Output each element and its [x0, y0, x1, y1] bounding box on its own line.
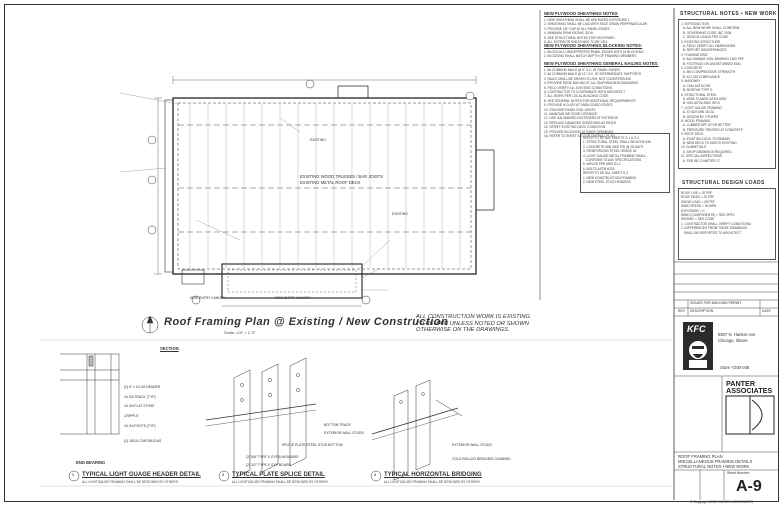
detail-2-title: TYPICAL PLATE SPLICE DETAIL: [232, 472, 325, 478]
description-label: DESCRIPTION: [690, 309, 714, 313]
load-label-4: EXPOSURE: [681, 208, 699, 213]
d1-callout-6: (2) 16GA CONTINUOUS: [124, 439, 162, 443]
architect-name: PANTER ASSOCIATES: [726, 380, 772, 394]
sheet-title-1: ROOF FRAMING PLAN: [678, 454, 723, 459]
d2-callout-1: BOTTOM TRACK: [324, 423, 351, 427]
architect-name-1: PANTER: [726, 379, 756, 388]
note-heading-3: NEW PLYWOOD SHEATHING GENERAL NAILING NO…: [544, 61, 659, 66]
kfc-brand-text: KFC: [687, 324, 706, 334]
load-label-6: SEISMIC: [681, 217, 695, 222]
d3-callout-1: EXTERIOR WALL STUDS: [452, 443, 492, 447]
all-note-line-1: ALL CONSTRUCTION WORK IS EXISTING: [416, 314, 530, 320]
architect-name-2: ASSOCIATES: [726, 386, 773, 395]
issued-for-permit: ISSUED FOR BUILDING PERMIT: [690, 301, 742, 305]
load-value-4: = C: [699, 208, 705, 213]
all-note-line-2: TO REMAIN UNLESS NOTED OR SHOWN: [416, 320, 529, 327]
load-value-1: = 20 PSF: [700, 195, 715, 200]
section-label: SECTION: [160, 346, 179, 351]
exist-label-2: EXISTING: [392, 212, 408, 216]
note-body-3: 1. 8d COMMON NAILS @ 6" O.C. AT PANEL ED…: [544, 68, 642, 139]
existing-deck-label: EXISTING METAL ROOF DECK: [300, 180, 361, 185]
structural-notes-title: STRUCTURAL NOTES • NEW WORK: [680, 11, 777, 17]
sheet-border: [4, 4, 779, 502]
copyright: © Copyright 2008 PANTER ASSOCIATES: [690, 500, 754, 504]
kfc-logo: KFC: [683, 322, 713, 370]
north-arrow: [141, 315, 159, 334]
colonel-portrait-icon: [689, 341, 707, 368]
detail-2-num: 2: [222, 473, 224, 477]
load-label-5: WIND (COMPONENTS): [681, 213, 716, 218]
detail-1-drawing: [60, 353, 120, 482]
note-body-2: 1. BLOCK ALL UNSUPPORTED PANEL EDGES WIT…: [544, 50, 644, 59]
load-label-1: ROOF DEAD: [681, 195, 700, 200]
d1-callout-4: CRIPPLE: [124, 414, 139, 418]
notes-box-1: REFER TO DETAIL SHEETS S-1 & S-2 1. STRU…: [580, 133, 670, 193]
detail-2-sub: ALL LIGHTGAUGE FRAMING SHALL BE DESIGNED…: [232, 480, 328, 484]
address-line-1: 5807 N. Harlem Ave: [718, 332, 756, 337]
exist-label-1: EXISTING: [310, 138, 326, 142]
detail-3-title: TYPICAL HORIZONTAL BRIDGING: [384, 472, 482, 478]
sheet-title-2: MISCELLANEOUS FRAMING DETAILS: [678, 459, 753, 464]
date-label: DATE: [762, 309, 771, 313]
sheet-number-label: Sheet Number:: [727, 471, 750, 475]
plan-title: Roof Framing Plan @ Existing / New Const…: [164, 316, 449, 328]
note-heading-1: NEW PLYWOOD SHEATHING NOTES:: [544, 11, 619, 16]
plan-scale: Scale: 1/4" = 1'-0": [224, 330, 256, 335]
structural-notes-box: 1. INTRODUCTION A. ALL NEW WORK SHALL CO…: [678, 19, 776, 169]
load-label-0: ROOF LIVE: [681, 191, 699, 195]
detail-3-sub: ALL LIGHTGAUGE FRAMING SHALL BE DESIGNED…: [384, 480, 480, 484]
d1-callout-1: (2) 6" x 16 GA HEADER: [124, 385, 161, 389]
sheet-title-3: STRUCTURAL NOTES • NEW WORK: [678, 464, 750, 469]
load-label-2: SNOW LOAD: [681, 199, 701, 204]
d1-callout-5: 16 GA POSTS (TYP): [124, 424, 156, 428]
address-line-2: Chicago, Illinois: [718, 338, 748, 343]
d3-callout-2: COLD ROLLED BRIDGING CHANNEL: [452, 457, 511, 461]
d1-callout-3: 16 GA FLAT STRAP: [124, 404, 155, 408]
new-entry-canopy-left: NEW ENTRY CANOPY: [190, 296, 226, 300]
design-loads-box: ROOF LIVE = 20 PSF ROOF DEAD = 20 PSF SN…: [678, 188, 776, 260]
detail-3-num: 3: [374, 473, 376, 477]
structural-design-title: STRUCTURAL DESIGN LOADS: [682, 180, 765, 186]
d2-callout-3: SPLICE PLATE STEEL STUD BOTTOM: [282, 443, 343, 447]
detail-3-drawing: [370, 379, 463, 482]
note-body-1: 1. NEW SHEATHING SHALL BE APA RATED EXPO…: [544, 18, 648, 45]
all-construction-note: ALL CONSTRUCTION WORK IS EXISTING TO REM…: [416, 314, 530, 334]
detail-1-sub: ALL LIGHTGAUGE FRAMING SHALL BE DESIGNED…: [82, 480, 178, 484]
d2-callout-4: (2) 5/8" TYPE X GYPSUM BOARD: [246, 455, 299, 459]
store-number: Store Y200-048: [720, 365, 750, 370]
detail-1-title: TYPICAL LIGHT GUAGE HEADER DETAIL: [82, 472, 201, 478]
load-value-0: = 20 PSF: [698, 191, 713, 195]
sheet-number: A-9: [736, 478, 762, 495]
existing-trusses-label: EXISTING WOOD TRUSSES / BAR JOISTS: [300, 174, 383, 179]
new-entry-canopy-bottom: NEW ENTRY CANOPY: [275, 296, 311, 300]
load-value-2: = 25 PSF: [701, 199, 715, 204]
detail-2-drawing: [205, 357, 317, 482]
end-bearing-label: END BEARING: [76, 460, 106, 465]
all-note-line-3: OTHERWISE ON THE DRAWINGS.: [416, 327, 510, 334]
d1-callout-2: 16 GA TRACK (TYP): [124, 395, 156, 399]
load-label-3: WIND SPEED: [681, 204, 702, 209]
rev-label: REV: [678, 309, 685, 313]
detail-1-num: 1: [72, 473, 74, 477]
load-value-6: = SEE CODE: [695, 217, 715, 222]
d2-callout-2: EXTERIOR WALL STUDS: [324, 431, 364, 435]
d2-callout-5: (2) 1/2" TYPE X GYP BOARD: [246, 463, 291, 467]
note-heading-2: NEW PLYWOOD SHEATHING BLOCKING NOTES:: [544, 43, 643, 48]
load-value-3: = 90 MPH: [702, 204, 717, 209]
load-value-5: = SEE SPEC: [716, 213, 735, 218]
